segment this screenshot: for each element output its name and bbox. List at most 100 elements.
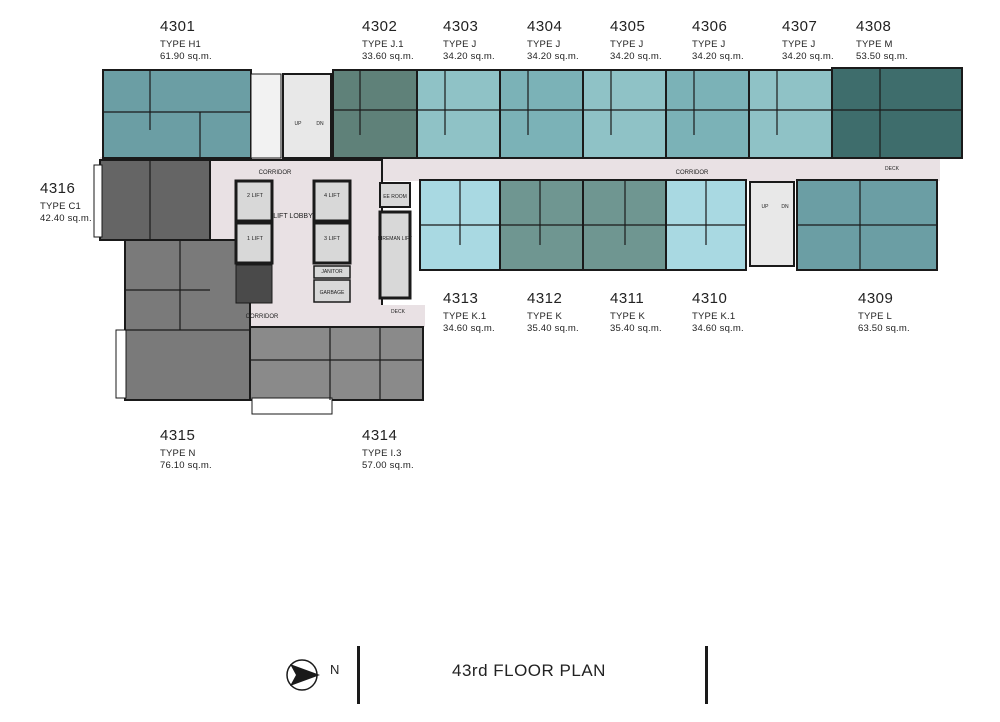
stair-up-label: UP [295,121,303,127]
unit-type: TYPE L [858,310,892,322]
unit-4301-area[interactable] [102,69,252,159]
janitor-label: JANITOR [321,269,343,275]
unit-type: TYPE J [443,38,477,50]
unit-label-4310: 4310 TYPE K.1 34.60 sq.m. [692,290,744,335]
unit-area: 34.20 sq.m. [782,50,834,62]
unit-number: 4305 [610,18,646,35]
unit-area: 33.60 sq.m. [362,50,414,62]
unit-type: TYPE K.1 [443,310,487,322]
unit-area: 34.20 sq.m. [527,50,579,62]
lift-3 [312,221,352,265]
unit-number: 4312 [527,290,563,307]
unit-area: 61.90 sq.m. [160,50,212,62]
north-label: N [330,662,340,677]
hvac-block [235,264,273,304]
unit-label-4312: 4312 TYPE K 35.40 sq.m. [527,290,579,335]
lift-3-label: 3 LIFT [324,236,341,242]
unit-4307-area[interactable] [748,69,833,159]
unit-area: 76.10 sq.m. [160,459,212,471]
title-bar-left [357,646,360,704]
unit-number: 4311 [610,290,645,307]
unit-number: 4306 [692,18,728,35]
bottom-row-partitions [420,180,937,270]
unit-label-4302: 4302 TYPE J.1 33.60 sq.m. [362,18,414,63]
stair-dn-label-2: DN [781,204,789,210]
unit-type: TYPE M [856,38,893,50]
unit-area: 57.00 sq.m. [362,459,414,471]
unit-number: 4302 [362,18,398,35]
lift-2-label: 2 LIFT [247,193,264,199]
stair-top [250,73,282,159]
stair-right [749,181,795,267]
unit-label-4311: 4311 TYPE K 35.40 sq.m. [610,290,662,335]
unit-area: 35.40 sq.m. [527,322,579,334]
unit-4302-area[interactable] [332,69,418,159]
unit-number: 4310 [692,290,728,307]
unit-type: TYPE H1 [160,38,201,50]
unit-label-4314: 4314 TYPE I.3 57.00 sq.m. [362,427,414,472]
plan-title: 43rd FLOOR PLAN [452,661,606,680]
ee-room-label: EE ROOM [383,194,407,200]
unit-number: 4314 [362,427,398,444]
lift-1 [234,221,274,265]
unit-label-4301: 4301 TYPE H1 61.90 sq.m. [160,18,212,63]
left-partitions [125,160,423,400]
garbage-label: GARBAGE [320,290,345,296]
unit-type: TYPE K [610,310,645,322]
garbage-room [313,279,351,303]
unit-4316-balcony [93,164,103,238]
lift-4-label: 4 LIFT [324,193,341,199]
unit-label-4316: 4316 TYPE C1 42.40 sq.m. [40,180,92,225]
unit-number: 4303 [443,18,479,35]
unit-number: 4309 [858,290,894,307]
corridor-label-2: CORRIDOR [676,170,709,176]
unit-type: TYPE J.1 [362,38,404,50]
unit-label-4313: 4313 TYPE K.1 34.60 sq.m. [443,290,495,335]
unit-4305-area[interactable] [582,69,667,159]
fireman-lift [378,210,412,300]
stair-dn-label: DN [316,121,324,127]
lift-lobby-label: LIFT LOBBY [273,213,313,220]
unit-number: 4315 [160,427,196,444]
lift-1-label: 1 LIFT [247,236,264,242]
deck-label-1: DECK [391,309,406,315]
unit-area: 42.40 sq.m. [40,212,92,224]
unit-type: TYPE J [527,38,561,50]
title-bar-right [705,646,708,704]
unit-label-4306: 4306 TYPE J 34.20 sq.m. [692,18,744,63]
unit-type: TYPE I.3 [362,447,402,459]
unit-area: 34.20 sq.m. [610,50,662,62]
unit-type: TYPE C1 [40,200,81,212]
unit-4303-area[interactable] [416,69,501,159]
corridor-label-3: CORRIDOR [246,314,279,320]
unit-number: 4308 [856,18,892,35]
unit-4304-area[interactable] [499,69,584,159]
unit-number: 4307 [782,18,818,35]
unit-4314-area[interactable] [249,326,424,401]
fireman-lift-label: FIREMAN LIFT [378,236,412,242]
unit-4316-area[interactable] [99,159,211,241]
unit-4306-area[interactable] [665,69,750,159]
unit-number: 4304 [527,18,563,35]
unit-area: 34.60 sq.m. [443,322,495,334]
stair-top-2 [282,73,332,159]
unit-type: TYPE K.1 [692,310,736,322]
unit-label-4309: 4309 TYPE L 63.50 sq.m. [858,290,910,335]
unit-label-4304: 4304 TYPE J 34.20 sq.m. [527,18,579,63]
unit-area: 35.40 sq.m. [610,322,662,334]
unit-4315-area[interactable] [124,239,251,401]
unit-type: TYPE K [527,310,562,322]
unit-type: TYPE J [782,38,816,50]
north-arrow-icon [286,659,320,691]
unit-label-4315: 4315 TYPE N 76.10 sq.m. [160,427,212,472]
unit-label-4305: 4305 TYPE J 34.20 sq.m. [610,18,662,63]
corridor-label-1: CORRIDOR [259,170,292,176]
deck-label-2: DECK [885,166,900,172]
unit-4308-area[interactable] [831,67,963,159]
top-row-partitions [103,68,962,158]
unit-area: 34.20 sq.m. [443,50,495,62]
unit-label-4307: 4307 TYPE J 34.20 sq.m. [782,18,834,63]
unit-number: 4301 [160,18,196,35]
unit-area: 53.50 sq.m. [856,50,908,62]
